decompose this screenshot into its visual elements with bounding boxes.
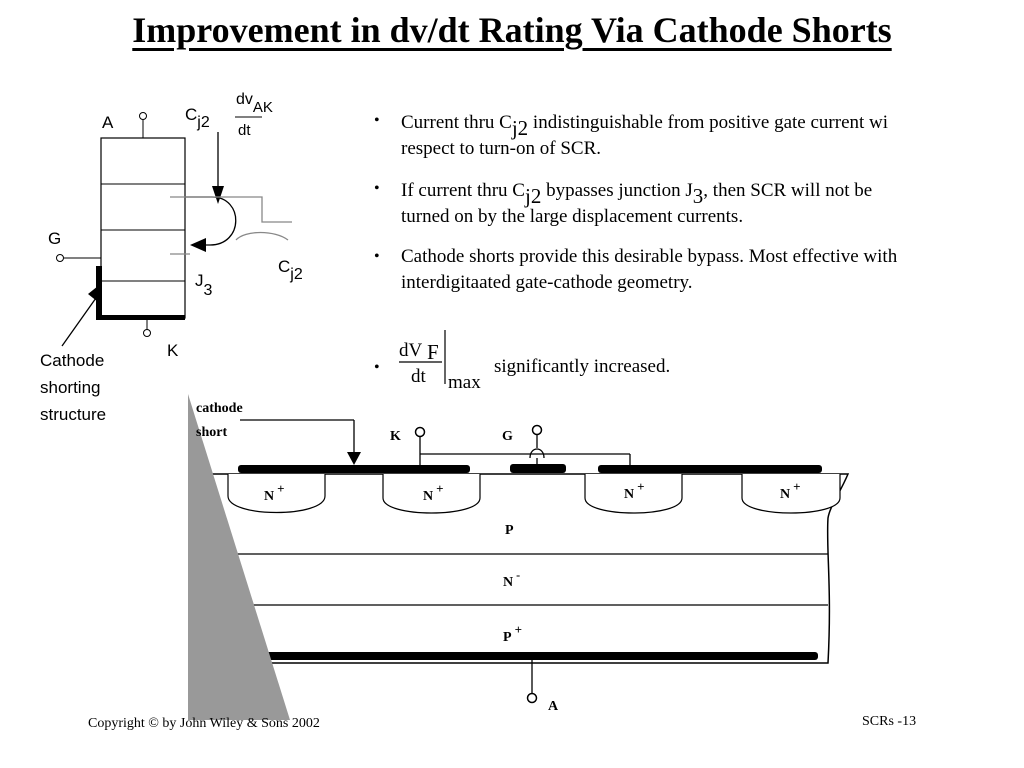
bullet-dot-icon: •: [374, 112, 380, 129]
cathode-contact: [96, 315, 185, 320]
footer-copyright: Copyright © by John Wiley & Sons 2002: [88, 716, 320, 731]
n-plus-label: N+: [264, 481, 285, 504]
gate-terminal: [56, 254, 64, 262]
slide-title: Improvement in dv/dt Rating Via Cathode …: [132, 10, 892, 50]
shorting-pointer: [61, 297, 97, 347]
formula-subscript: max: [448, 372, 481, 393]
shorting-label-line: shorting: [40, 378, 100, 397]
formula-numerator-sub: F: [427, 340, 439, 364]
anode-metal: [220, 652, 818, 660]
anode-terminal: [139, 112, 147, 120]
n-plus-region: [741, 474, 841, 514]
arrow-head-icon: [347, 452, 361, 465]
arrow-head-icon: [212, 186, 224, 204]
p-layer-label: P: [505, 523, 514, 538]
shorting-bar: [96, 266, 102, 318]
n-plus-label: N+: [423, 481, 444, 504]
cathode-label: K: [390, 429, 401, 444]
arrow-head-icon: [88, 286, 98, 302]
n-plus-region: [227, 474, 326, 514]
junction-label: J3: [195, 271, 213, 299]
bullet-list: • Current thru Cj2 indistinguishable fro…: [372, 108, 1012, 310]
n-plus-label: N+: [780, 479, 801, 502]
circuit-diagram: A K G Cj2 dvAK dt Cj2 J3 Cathode shortin…: [40, 91, 303, 424]
frac-denominator: dt: [238, 122, 251, 139]
capacitor-lead: [170, 196, 292, 223]
dvdt-formula: • dV F dt max significantly increased.: [374, 330, 670, 393]
arrow-head-icon: [190, 238, 206, 252]
bullet-item: • Cathode shorts provide this desirable …: [374, 246, 898, 293]
gate-label: G: [48, 229, 61, 248]
cap-label-side: Cj2: [278, 257, 303, 283]
n-plus-region: [382, 474, 481, 514]
gate-metal: [510, 464, 566, 473]
frac-numerator: dvAK: [236, 91, 273, 116]
gate-terminal: [531, 424, 543, 436]
gate-wire-hop: [529, 448, 545, 459]
cross-section-diagram: N+ N+ N+ N+ P N- P+ K G A cathode short: [188, 394, 850, 720]
cap-label-top: Cj2: [185, 105, 210, 131]
gate-label: G: [502, 429, 513, 444]
anode-terminal: [526, 692, 538, 704]
short-label-line: short: [196, 425, 227, 440]
n-plus-region: [584, 474, 683, 514]
capacitor-plate: [235, 231, 289, 241]
cathode-terminal: [143, 329, 151, 337]
bullet-item: • If current thru Cj2 bypasses junction …: [372, 176, 1012, 230]
anode-label: A: [102, 113, 114, 132]
footer-page-number: SCRs -13: [862, 714, 917, 729]
formula-denominator: dt: [411, 366, 427, 387]
cutaway-shade: [188, 394, 290, 720]
anode-label: A: [548, 699, 559, 714]
cathode-metal: [238, 465, 470, 473]
cathode-terminal: [414, 426, 426, 438]
bypass-current-path: [185, 196, 237, 246]
shorting-label-line: Cathode: [40, 351, 104, 370]
bullet-item: • Current thru Cj2 indistinguishable fro…: [372, 108, 1012, 162]
device-stack: [100, 137, 186, 319]
formula-numerator: dV: [399, 340, 423, 361]
bullet-dot-icon: •: [374, 248, 380, 265]
bullet-dot-icon: •: [374, 180, 380, 197]
cathode-label: K: [167, 341, 179, 360]
shorting-label-line: structure: [40, 405, 106, 424]
n-plus-label: N+: [624, 479, 645, 502]
cathode-metal: [598, 465, 822, 473]
short-label-line: cathode: [196, 401, 243, 416]
bullet-dot-icon: •: [374, 359, 380, 376]
formula-text: significantly increased.: [494, 356, 670, 377]
n-minus-label: N-: [503, 568, 520, 590]
p-plus-label: P+: [503, 622, 522, 645]
